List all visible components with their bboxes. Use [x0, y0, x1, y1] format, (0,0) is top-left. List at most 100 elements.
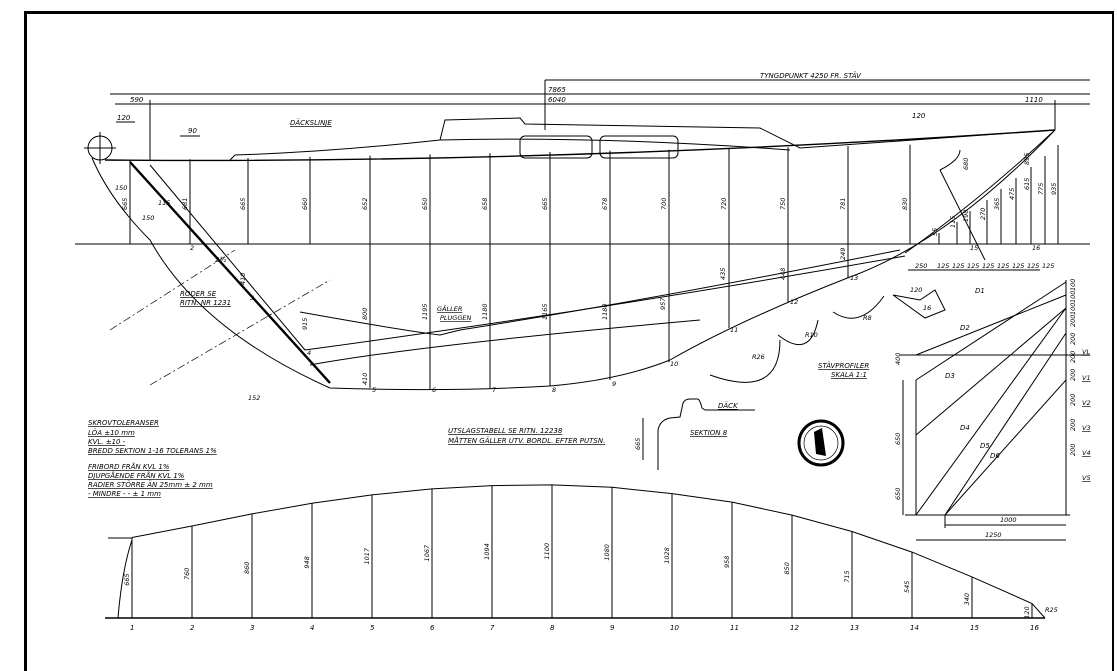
depth-value: 1180 — [481, 303, 489, 320]
half-breadth-plan — [105, 484, 1046, 619]
height-value: 400 — [894, 353, 902, 365]
section-8-detail — [642, 398, 755, 470]
freeboard-value: 830 — [901, 198, 909, 210]
spacing-value: 200 — [1069, 444, 1077, 456]
bow-height-value: 475 — [1008, 188, 1016, 200]
rudder-ref-2: RITN. NR 1231 — [180, 299, 231, 307]
freeboard-value: 781 — [839, 198, 847, 210]
waterline-label: V4 — [1082, 449, 1091, 457]
depth-value: 249 — [839, 248, 847, 260]
radius-10: R10 — [805, 331, 818, 339]
width-value: 1000 — [1000, 516, 1017, 524]
half-breadth-value: 1017 — [363, 547, 371, 564]
freeboard-value: 658 — [481, 198, 489, 210]
half-breadth-value: 715 — [843, 570, 851, 582]
station-label: 8 — [552, 386, 556, 394]
freeboard-value: 681 — [181, 198, 189, 210]
freeboard-value: 652 — [361, 198, 369, 210]
half-breadth-value: 1100 — [543, 543, 551, 560]
spacing-value: 100 — [1069, 279, 1077, 291]
half-breadth-value: 340 — [963, 593, 971, 605]
radius-8: R8 — [863, 314, 872, 322]
plan-station-label: 16 — [1030, 624, 1039, 632]
bow-spacing-value: 125 — [997, 262, 1009, 270]
rudder-angle: 2½ — [215, 256, 226, 264]
depth-value: 800 — [361, 308, 369, 320]
station-label: 9 — [612, 380, 616, 388]
half-breadth-value: 545 — [903, 581, 911, 593]
freeboard-value: 750 — [779, 198, 787, 210]
tolerance-line: FRIBORD FRÅN KVL 1% — [88, 462, 170, 471]
plan-station-label: 10 — [670, 624, 679, 632]
spacing-value: 200 — [1069, 333, 1077, 345]
dim-bow-offset: 120 — [912, 112, 926, 120]
half-breadth-value: 760 — [183, 568, 191, 580]
bow-height-value: 190 — [962, 210, 970, 222]
half-breadth-value: 948 — [303, 556, 311, 568]
bow-height-value: 895 — [1023, 153, 1031, 165]
station-label: 6 — [432, 386, 436, 394]
drawing-frame — [24, 11, 1114, 671]
cg-label: TYNGDPUNKT 4250 FR. STÄV — [760, 71, 862, 80]
plan-station-label: 12 — [790, 624, 799, 632]
depth-value: 957 — [659, 297, 667, 310]
station-label: 2 — [190, 244, 194, 252]
station-label: 10 — [670, 360, 678, 368]
bow-spacing-value: 125 — [937, 262, 949, 270]
depth-value: 435 — [719, 268, 727, 280]
misc-dimension: 150 — [142, 214, 154, 222]
diagonal-label: D4 — [960, 424, 970, 432]
tolerance-line: LÖA ±10 mm — [88, 428, 135, 437]
freeboard-value: 665 — [121, 198, 129, 210]
half-breadth-value: 1094 — [483, 543, 491, 560]
diagonals-diagram — [900, 280, 1090, 541]
freeboard-value: 665 — [239, 198, 247, 210]
tolerance-line: - MINDRE - - ± 1 mm — [88, 490, 161, 498]
tolerances-title: SKROVTOLERANSER — [88, 419, 159, 427]
freeboard-value: 660 — [301, 198, 309, 210]
plan-station-label: 13 — [850, 624, 859, 632]
plan-station-label: 11 — [730, 624, 739, 632]
station-label: 13 — [850, 274, 858, 282]
station-label: 7 — [492, 386, 497, 394]
stem-profiles-2: SKALA 1:1 — [831, 371, 867, 379]
half-breadth-value: 1080 — [603, 544, 611, 561]
half-breadth-value: 958 — [723, 556, 731, 568]
half-breadth-value: 850 — [783, 562, 791, 574]
stem-profiles-1: STÄVPROFILER — [818, 361, 869, 370]
dim-overall: 7865 — [548, 86, 566, 94]
hull-profile — [75, 117, 1090, 391]
bow-spacing-value: 250 — [915, 262, 927, 270]
plan-station-label: 1 — [130, 624, 134, 632]
plan-station-label: 4 — [310, 624, 314, 632]
station-label: 15 — [970, 244, 978, 252]
height-value: 650 — [894, 488, 902, 500]
dim-rudder-offset: 90 — [188, 127, 197, 135]
bow-height-value: 615 — [1023, 178, 1031, 190]
applies-2: PLUGGEN — [440, 314, 471, 322]
radius-26: R26 — [752, 353, 765, 361]
half-breadth-value: 665 — [123, 573, 131, 585]
plan-station-label: 6 — [430, 624, 435, 632]
depth-value: 1195 — [421, 303, 429, 320]
dim-transom: 120 — [117, 114, 131, 122]
station-lines — [129, 144, 1059, 390]
tolerance-line: KVL. ±10 - — [88, 438, 126, 446]
bow-spacing-value: 125 — [967, 262, 979, 270]
depth-value: 448 — [779, 268, 787, 280]
tolerance-line: RADIER STÖRRE ÄN 25mm ± 2 mm — [88, 480, 213, 489]
dimension-lines — [110, 79, 1090, 160]
diagonal-label: D3 — [945, 372, 955, 380]
plan-station-label: 7 — [490, 624, 495, 632]
section-height: 665 — [634, 438, 642, 450]
bow-spacing-value: 125 — [1027, 262, 1039, 270]
waterline-label: V2 — [1082, 399, 1091, 407]
plan-station-label: 3 — [250, 624, 254, 632]
misc-dimension: 150 — [115, 184, 127, 192]
spacing-value: 200 — [1069, 394, 1077, 406]
section-label: SEKTION 8 — [690, 429, 728, 437]
plan-station-label: 5 — [370, 624, 375, 632]
dim-fwd: 1110 — [1025, 96, 1043, 104]
depth-value: 410 — [361, 373, 369, 385]
diagonal-label: D6 — [990, 452, 1000, 460]
